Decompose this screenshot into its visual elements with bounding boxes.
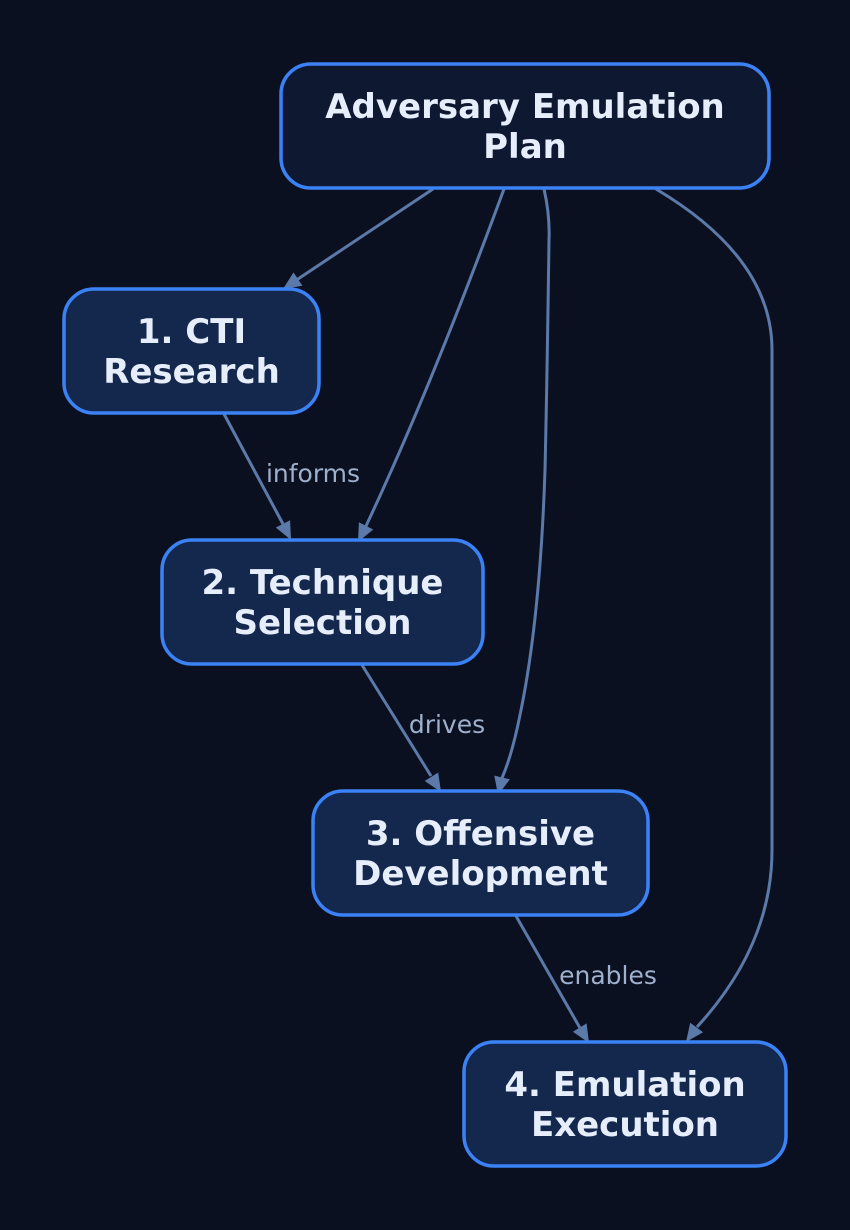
edge-line (514, 915, 582, 1029)
edge-offensive-to-execution: enables (514, 915, 657, 1043)
edge-cti-to-technique: informs (222, 413, 360, 540)
edge-line (364, 188, 506, 527)
edge-label: drives (409, 710, 485, 739)
edge-label: enables (559, 961, 657, 990)
node-label-line: 2. Technique (202, 563, 444, 603)
node-box (160, 538, 485, 666)
edge-line (655, 187, 774, 1029)
node-box (62, 287, 321, 415)
node-label-line: Adversary Emulation (325, 87, 725, 127)
edge-line (222, 413, 285, 525)
node-label-line: Plan (483, 127, 567, 167)
arrowhead-icon (275, 520, 291, 540)
node-box (311, 789, 650, 917)
edge-technique-to-offensive: drives (360, 664, 485, 792)
node-label-line: 1. CTI (137, 312, 246, 352)
arrowhead-icon (424, 772, 441, 792)
node-label-line: Execution (531, 1105, 719, 1145)
node-label-line: 3. Offensive (366, 814, 595, 854)
edge-line (294, 187, 434, 283)
edge-root-to-technique (358, 188, 506, 542)
edge-root-to-execution (655, 187, 774, 1042)
node-box (279, 62, 771, 190)
node-label-line: Selection (234, 603, 412, 643)
arrowhead-icon (283, 272, 303, 289)
arrowhead-icon (686, 1022, 704, 1042)
node-label-line: Development (353, 854, 608, 894)
edges-layer: informs drives enables (222, 187, 774, 1043)
node-box (462, 1040, 788, 1168)
arrowhead-icon (358, 522, 374, 542)
edge-label: informs (266, 459, 360, 488)
node-label-line: Research (103, 352, 280, 392)
edge-line (500, 188, 551, 779)
arrowhead-icon (572, 1023, 589, 1043)
edge-line (360, 664, 433, 777)
edge-root-to-cti (283, 187, 434, 289)
node-label-line: 4. Emulation (504, 1065, 745, 1105)
